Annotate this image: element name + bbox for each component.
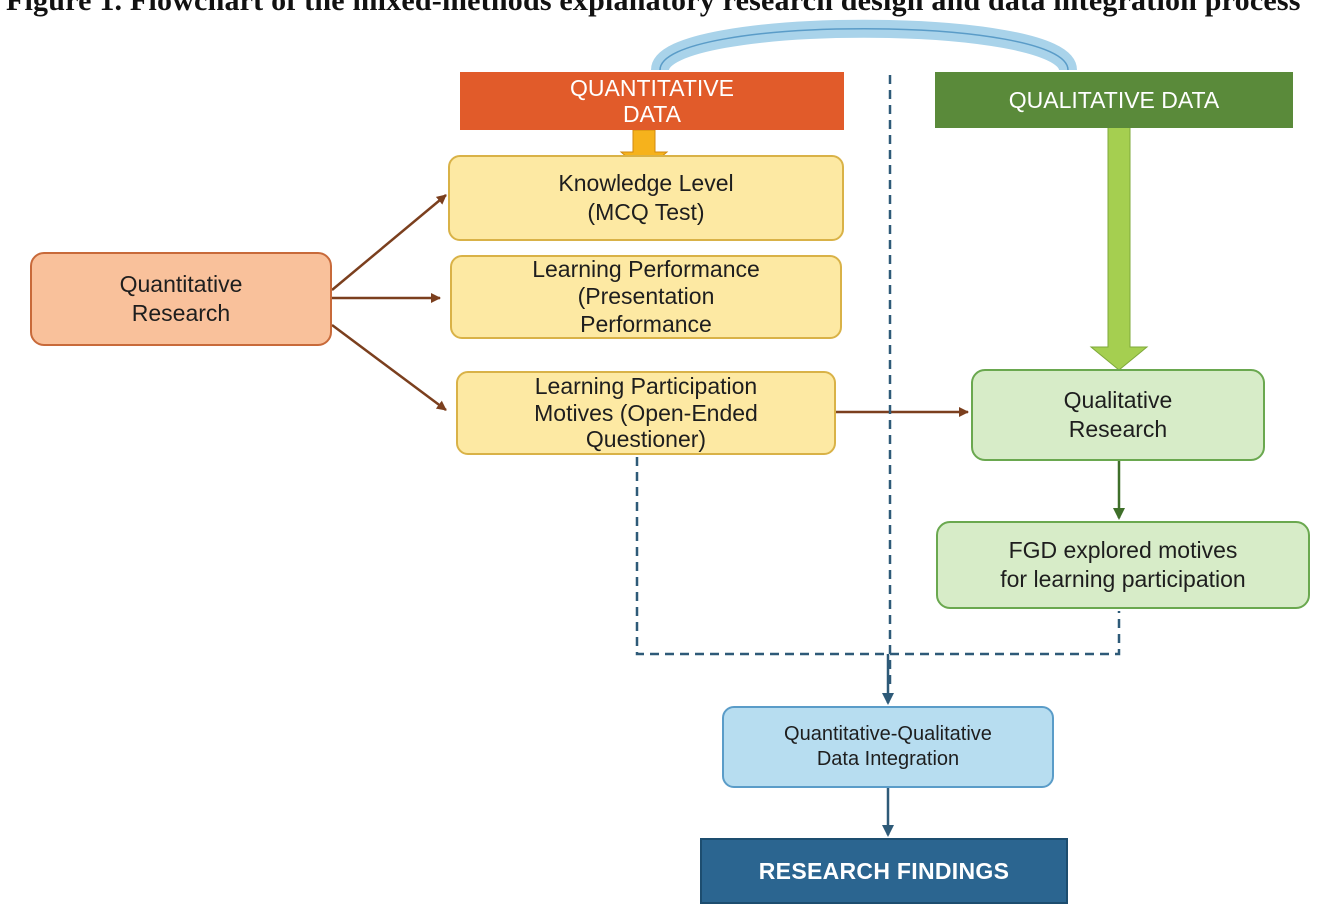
knowledge-level-node: Knowledge Level (MCQ Test) xyxy=(448,155,844,241)
learning-participation-node: Learning Participation Motives (Open-End… xyxy=(456,371,836,455)
research-findings-node: RESEARCH FINDINGS xyxy=(700,838,1068,904)
fgd-label: FGD explored motives for learning partic… xyxy=(1000,537,1246,592)
quantitative-data-label: QUANTITATIVE DATA xyxy=(570,74,734,127)
arrow-to-knowledge-level xyxy=(331,194,447,291)
quantitative-research-label: Quantitative Research xyxy=(119,271,243,326)
figure-caption: Figure 1. Flowchart of the mixed-methods… xyxy=(0,0,1329,22)
qualitative-data-header: QUALITATIVE DATA xyxy=(935,72,1293,128)
qualitative-research-node: Qualitative Research xyxy=(971,369,1265,461)
knowledge-level-label: Knowledge Level (MCQ Test) xyxy=(558,170,734,225)
quantitative-data-header: QUANTITATIVE DATA xyxy=(460,72,844,130)
research-findings-label: RESEARCH FINDINGS xyxy=(758,857,1010,884)
qualitative-data-arrow xyxy=(1089,111,1149,371)
learning-performance-label: Learning Performance (Presentation Perfo… xyxy=(532,256,760,337)
fgd-node: FGD explored motives for learning partic… xyxy=(936,521,1310,609)
learning-performance-node: Learning Performance (Presentation Perfo… xyxy=(450,255,842,339)
qualitative-research-label: Qualitative Research xyxy=(1063,387,1173,442)
dashed-line-loop xyxy=(635,457,1121,656)
quantitative-research-node: Quantitative Research xyxy=(30,252,332,346)
figure-caption-text: Figure 1. Flowchart of the mixed-methods… xyxy=(6,0,1301,17)
data-bridge-arc-outline xyxy=(659,28,1069,71)
data-bridge-arc xyxy=(651,19,1077,73)
learning-participation-label: Learning Participation Motives (Open-End… xyxy=(534,373,758,453)
qualitative-data-label: QUALITATIVE DATA xyxy=(1008,86,1220,113)
data-integration-label: Quantitative-Qualitative Data Integratio… xyxy=(784,723,992,770)
data-integration-node: Quantitative-Qualitative Data Integratio… xyxy=(722,706,1054,788)
arrow-to-learning-participation xyxy=(331,323,447,412)
